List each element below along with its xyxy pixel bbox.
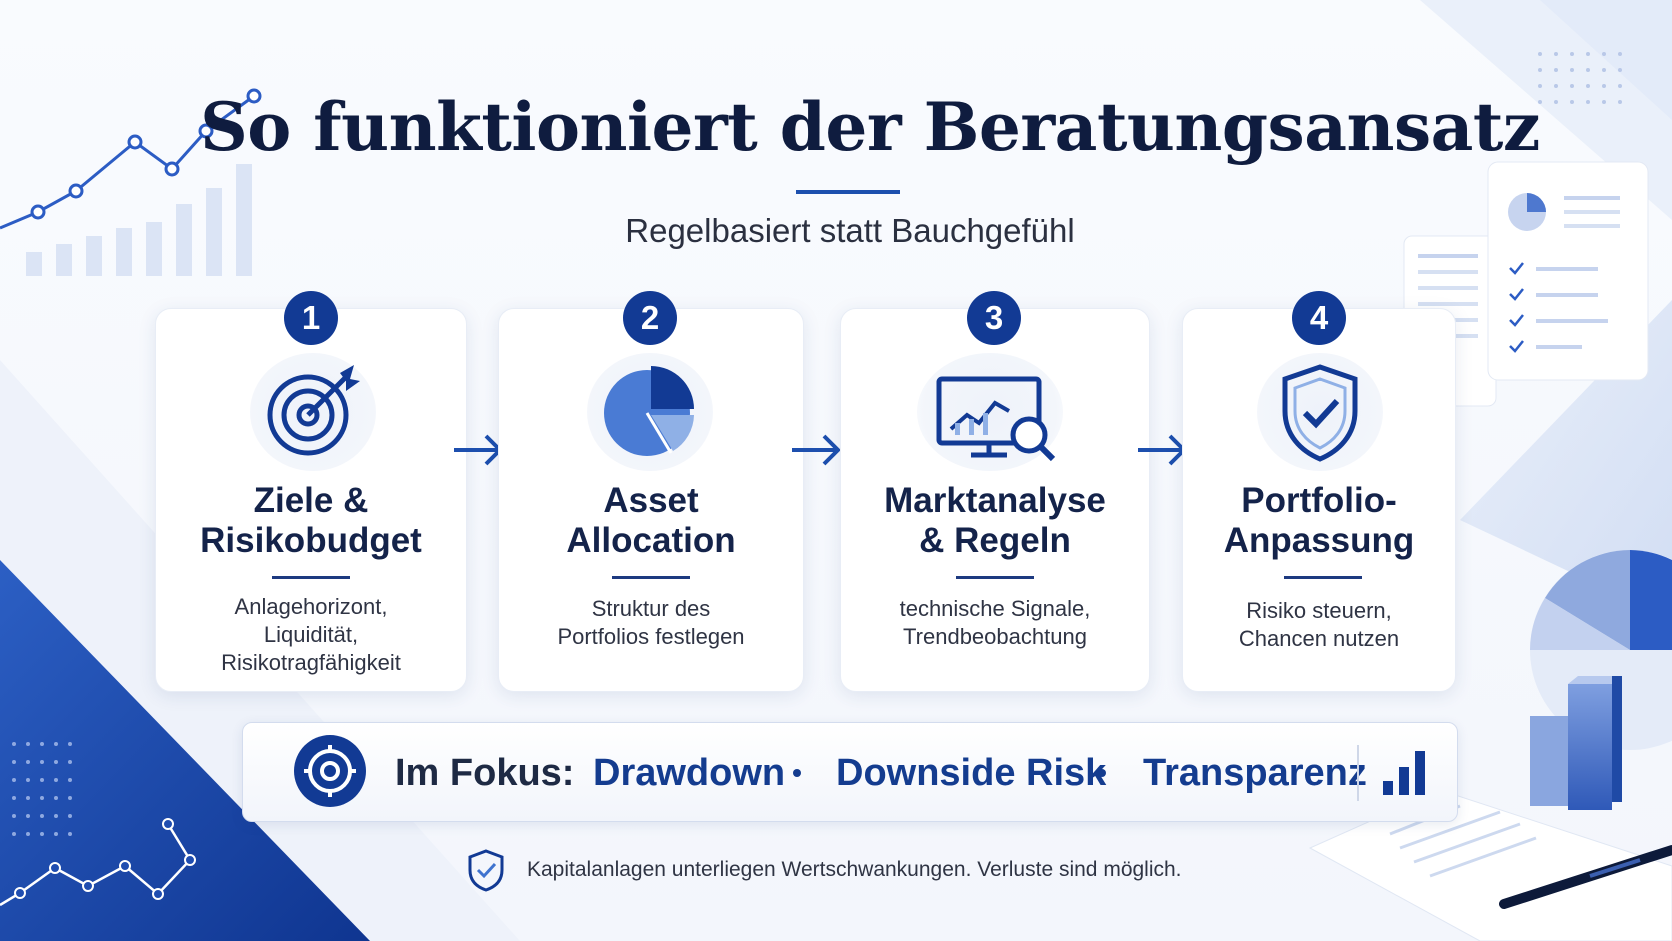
corner-shape: [0, 560, 370, 941]
step-title: Portfolio-Anpassung: [1223, 481, 1415, 560]
page-subtitle: Regelbasiert statt Bauchgefühl: [625, 212, 1075, 249]
card-divider: [1284, 576, 1362, 579]
card-divider: [612, 576, 690, 579]
line-chart-decoration-bottom: [0, 823, 192, 907]
shield-check-icon: [468, 849, 504, 892]
step-card-3: 3 Marktanalyse& Regeln technische Signal…: [840, 291, 1150, 692]
step-number-badge: 1: [284, 291, 338, 345]
arrow-right-icon: [792, 434, 841, 466]
bar-chart-decoration-3d: [1530, 676, 1622, 810]
step-number-badge: 3: [967, 291, 1021, 345]
step-description: Risiko steuern,Chancen nutzen: [1238, 598, 1400, 651]
step-title: Ziele &Risikobudget: [200, 481, 422, 560]
page-title: So funktioniert der Beratungsansatz: [200, 88, 1540, 166]
focus-item-transparenz: Transparenz: [1143, 752, 1367, 794]
step-number-badge: 4: [1292, 291, 1346, 345]
bar-chart-decoration-top: [26, 164, 252, 276]
separator-dot: [793, 769, 801, 777]
card-divider: [956, 576, 1034, 579]
step-card-4: 4 Portfolio-Anpassung Risiko steuern,Cha…: [1182, 291, 1456, 692]
monitor-analysis-icon: [917, 353, 1063, 471]
card-divider: [272, 576, 350, 579]
step-number-badge: 2: [623, 291, 677, 345]
pie-chart-icon: [587, 353, 713, 471]
title-divider: [796, 190, 900, 194]
target-icon: [294, 735, 366, 807]
separator-dot: [1098, 769, 1106, 777]
step-description: Anlagehorizont,Liquidität,Risikotragfähi…: [221, 594, 401, 675]
target-icon: [250, 353, 376, 471]
focus-item-drawdown: Drawdown: [593, 752, 786, 794]
focus-divider: [1357, 745, 1359, 801]
focus-bar: Im Fokus: Drawdown Downside Risk Transpa…: [242, 722, 1458, 822]
dot-grid-left: [12, 742, 72, 836]
pie-chart-decoration: [1530, 550, 1672, 750]
shield-check-icon: [1257, 353, 1383, 471]
disclaimer-text: Kapitalanlagen unterliegen Wertschwankun…: [527, 858, 1182, 881]
focus-item-downside-risk: Downside Risk: [836, 752, 1107, 794]
dot-grid-right: [1538, 52, 1622, 104]
bar-chart-icon: [1383, 751, 1425, 795]
focus-label: Im Fokus:: [395, 752, 575, 794]
step-card-1: 1 Ziele &Risikobudget Anlagehorizont,Liq…: [155, 291, 467, 692]
step-description: technische Signale,Trendbeobachtung: [899, 596, 1091, 649]
step-title: Marktanalyse& Regeln: [884, 481, 1106, 560]
